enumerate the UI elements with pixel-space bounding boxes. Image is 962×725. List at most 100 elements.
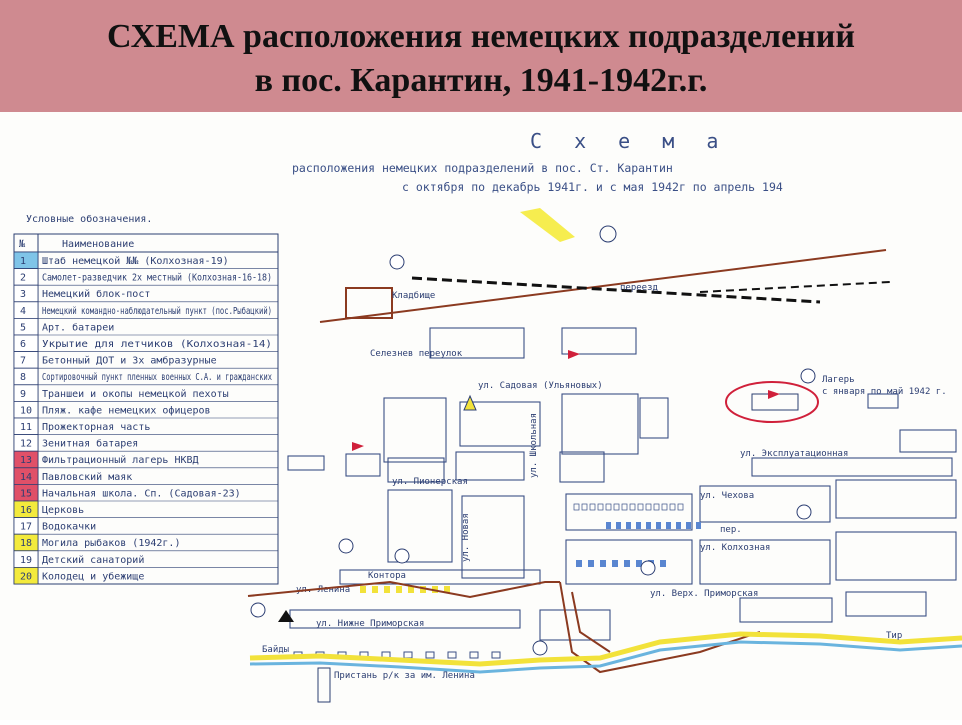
city-block — [751, 457, 953, 477]
house-mark — [605, 503, 612, 511]
numbered-marker — [640, 560, 656, 576]
house-mark — [589, 503, 596, 511]
numbered-marker — [338, 538, 354, 554]
legend-swatch — [13, 566, 39, 585]
legend-row-number: 16 — [20, 505, 32, 516]
red-flag-icon — [768, 390, 780, 399]
legend-row-text: Зенитная батарея — [42, 438, 138, 450]
city-block — [559, 451, 605, 483]
legend-row-number: 12 — [20, 439, 32, 450]
legend-row-text: Пляж. кафе немецких офицеров — [42, 404, 211, 416]
legend-row-number: 13 — [20, 455, 32, 466]
house-mark — [669, 503, 676, 511]
city-block — [561, 393, 639, 455]
legend-row-number: 4 — [20, 306, 26, 317]
city-block — [699, 539, 831, 585]
map-header-title: С х е м а — [530, 129, 728, 153]
legend-row-text: Колодец и убежище — [42, 570, 144, 582]
legend-row-number: 11 — [20, 422, 32, 433]
road-top — [319, 249, 887, 323]
numbered-marker — [800, 368, 816, 384]
house-mark-blue — [636, 522, 641, 529]
legend-row-number: 20 — [20, 571, 32, 582]
city-block — [899, 429, 957, 453]
label-crossing: переезд — [620, 283, 658, 293]
legend-row-number: 18 — [20, 538, 32, 549]
city-block — [287, 455, 325, 471]
legend-col-num: № — [19, 239, 26, 250]
house-mark-blue — [624, 560, 630, 567]
legend-row-number: 17 — [20, 522, 32, 533]
house-mark — [581, 503, 588, 511]
house-mark-yellow — [420, 586, 426, 593]
legend-title: Условные обозначения. — [26, 213, 152, 225]
house-mark-blue — [696, 522, 701, 529]
house-mark — [573, 503, 580, 511]
label-cemetery: Кладбище — [392, 290, 435, 301]
label-chekhova: ул. Чехова — [700, 491, 754, 501]
label-verkh: ул. Верх. Приморская — [650, 589, 758, 599]
house-mark-blue — [606, 522, 611, 529]
house-mark-yellow — [444, 586, 450, 593]
house-mark-blue — [656, 522, 661, 529]
map-canvas: С х е м а расположения немецких подразде… — [13, 129, 962, 703]
beach-hut — [469, 651, 479, 659]
house-mark-yellow — [396, 586, 402, 593]
city-block — [459, 401, 541, 447]
house-mark-blue — [600, 560, 606, 567]
house-mark — [645, 503, 652, 511]
legend-row-text: Самолет-разведчик 2х местный (Колхозная-… — [42, 272, 272, 284]
cemetery-plot — [345, 287, 393, 319]
legend-row-text: Траншеи и окопы немецкой пехоты — [42, 388, 229, 400]
railway: переезд — [319, 249, 891, 323]
beach-hut — [425, 651, 435, 659]
numbered-marker — [389, 254, 405, 270]
slide-title-line2: в пос. Карантин, 1941-1942г.г. — [254, 62, 708, 99]
house-mark-blue — [626, 522, 631, 529]
label-pionerskaya: ул. Пионерская — [392, 477, 468, 487]
road-lenina — [247, 580, 560, 599]
railway-line — [411, 276, 821, 304]
house-mark-yellow — [408, 586, 414, 593]
city-block — [561, 327, 637, 355]
legend-row-text: Начальная школа. Сп. (Садовая-23) — [42, 488, 241, 499]
beach-hut — [491, 651, 501, 659]
legend-row-text: Детский санаторий — [42, 554, 144, 566]
label-novaya: ул. Новая — [461, 513, 471, 562]
legend-row-number: 5 — [20, 322, 26, 333]
beach-hut — [403, 651, 413, 659]
legend-row-number: 8 — [20, 372, 26, 383]
coast-blue — [249, 640, 962, 674]
grave-icon — [278, 610, 294, 622]
legend-row-text: Штаб немецкой №№ (Колхозная-19) — [42, 255, 229, 267]
city-block — [835, 479, 957, 519]
city-block — [339, 569, 541, 585]
label-pier: Пристань р/к за им. Ленина — [334, 671, 475, 681]
house-mark-blue — [686, 522, 691, 529]
label-ekspl: ул. Эксплуатационная — [740, 449, 848, 459]
legend-row-text: Прожекторная часть — [42, 422, 150, 433]
house-mark-blue — [612, 560, 618, 567]
legend-row-number: 1 — [20, 256, 26, 267]
hand-drawn-map: С х е м а расположения немецких подразде… — [0, 112, 962, 720]
marker-11 — [599, 225, 617, 243]
legend-row-text: Фильтрационный лагерь НКВД — [42, 454, 199, 466]
label-baidy: Байды — [262, 645, 289, 655]
map-markers — [250, 254, 816, 656]
map-header-line2: с октября по декабрь 1941г. и с мая 1942… — [402, 180, 783, 194]
house-mark — [653, 503, 660, 511]
road-branch — [571, 591, 611, 653]
legend-row-text: Немецкий блок-пост — [42, 288, 150, 300]
city-blocks — [287, 327, 957, 659]
label-camp: Лагерь — [822, 375, 855, 385]
city-block — [429, 327, 525, 359]
legend-col-name: Наименование — [62, 239, 134, 250]
house-mark-blue — [616, 522, 621, 529]
label-seleznev: Селезнев переулок — [370, 349, 463, 359]
house-mark-blue — [588, 560, 594, 567]
red-flag-icon — [352, 442, 364, 451]
city-block — [455, 451, 525, 481]
label-nizh: ул. Нижне Приморская — [316, 619, 424, 629]
city-block — [565, 493, 693, 531]
legend-row-number: 14 — [20, 472, 32, 483]
